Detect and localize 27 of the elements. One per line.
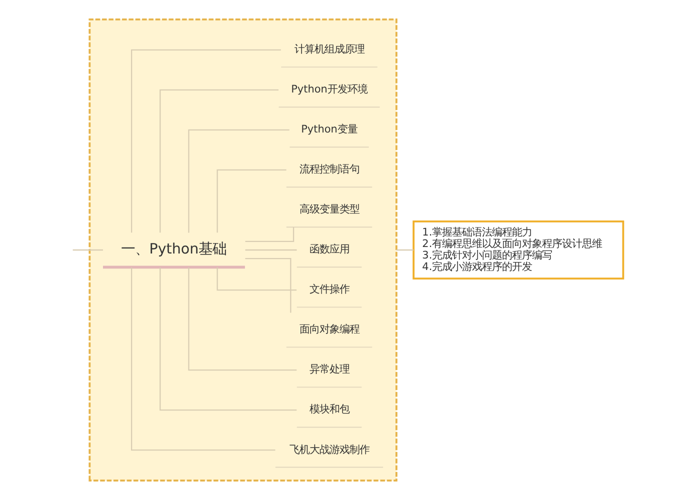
node-text: 一、Python基础: [120, 241, 226, 258]
connector: [244, 258, 291, 313]
cluster: [88, 18, 397, 482]
node-text: 高级变量类型: [298, 204, 359, 216]
node-text: 面向对象编程: [298, 324, 359, 336]
connector: [396, 249, 413, 251]
node-text: 流程控制语句: [298, 164, 359, 176]
connector: [244, 227, 294, 242]
connector: [244, 249, 296, 251]
node-text: 计算机组成原理: [294, 44, 364, 56]
connector: [159, 89, 278, 233]
node-text: 模块和包: [308, 404, 349, 416]
node-text: 函数应用: [308, 244, 349, 256]
node-text: Python变量: [300, 124, 357, 136]
connector: [188, 129, 289, 233]
connector: [159, 267, 296, 411]
node-text: 飞机大战游戏制作: [288, 444, 369, 456]
connector: [216, 169, 286, 233]
node-box: 1.掌握基础语法编程能力 2.有编程思维以及面向对象程序设计思维 3.完成针对小问题的程序编写 4.完成小游戏程序的开发: [412, 220, 624, 280]
connector: [72, 249, 102, 251]
node-text: Python开发环境: [290, 84, 367, 96]
connector: [188, 267, 296, 371]
node-text: 文件操作: [308, 284, 349, 296]
connector: [130, 49, 280, 233]
connector: [216, 267, 296, 291]
node-text: 异常处理: [308, 364, 349, 376]
connector: [130, 267, 275, 451]
